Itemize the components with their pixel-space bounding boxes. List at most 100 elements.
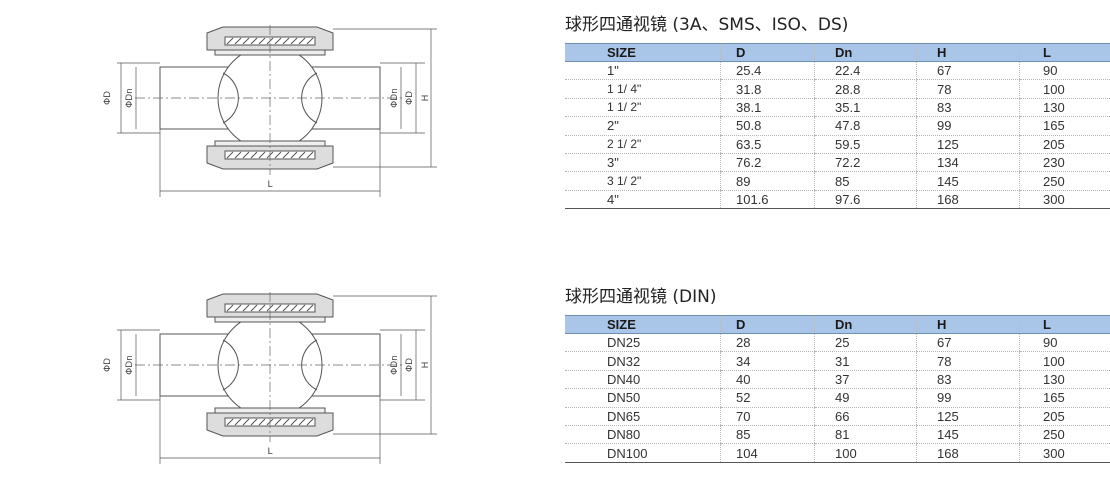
table-cell: 165 bbox=[1019, 116, 1110, 136]
table-cell: DN80 bbox=[565, 425, 721, 445]
table-cell: 230 bbox=[1019, 153, 1110, 173]
table-cell: 145 bbox=[916, 171, 1020, 191]
label-phi-d-left: ΦD bbox=[103, 91, 113, 105]
table-cell: 31 bbox=[814, 351, 917, 371]
column-header: H bbox=[916, 315, 1020, 334]
table-cell: 25.4 bbox=[720, 61, 815, 81]
label-phi-dn-left: ΦDn bbox=[125, 355, 135, 375]
table-cell: 1 1/ 2" bbox=[565, 98, 721, 118]
table-cell: 28 bbox=[720, 333, 815, 353]
dimension-lines bbox=[117, 295, 437, 464]
table-cell: 85 bbox=[720, 425, 815, 445]
table-cell: 3 1/ 2" bbox=[565, 171, 721, 191]
table-cell: 67 bbox=[916, 333, 1020, 353]
table-cell: 28.8 bbox=[814, 79, 917, 99]
table-cell: 100 bbox=[1019, 351, 1110, 371]
column-header: H bbox=[916, 43, 1020, 62]
table-cell: 99 bbox=[916, 388, 1020, 408]
table-cell: 145 bbox=[916, 425, 1020, 445]
table-cell: 63.5 bbox=[720, 135, 815, 154]
table-cell: 78 bbox=[916, 79, 1020, 99]
table-cell: 104 bbox=[720, 443, 815, 463]
table-cell: 47.8 bbox=[814, 116, 917, 136]
dimension-labels: ΦD ΦDn ΦDn ΦD H L bbox=[103, 355, 431, 457]
table-cell: 37 bbox=[814, 370, 917, 390]
table-cell: 3" bbox=[565, 153, 721, 173]
column-header: Dn bbox=[814, 315, 917, 334]
table-cell: DN65 bbox=[565, 407, 721, 426]
table-cell: 25 bbox=[814, 333, 917, 353]
table-cell: 22.4 bbox=[814, 61, 917, 81]
table-cell: 130 bbox=[1019, 370, 1110, 390]
table-cell: 78 bbox=[916, 351, 1020, 371]
table-cell: 59.5 bbox=[814, 135, 917, 154]
column-header: D bbox=[720, 43, 815, 62]
table-cell: DN25 bbox=[565, 333, 721, 353]
table-cell: 250 bbox=[1019, 425, 1110, 445]
table-cell: 34 bbox=[720, 351, 815, 371]
label-phi-d-left: ΦD bbox=[103, 358, 113, 372]
table-cell: 300 bbox=[1019, 190, 1110, 210]
table-cell: 66 bbox=[814, 407, 917, 426]
table-cell: 72.2 bbox=[814, 153, 917, 173]
sight-glass-drawing-1: ΦD ΦDn ΦDn ΦD H L bbox=[95, 25, 440, 205]
table-cell: DN32 bbox=[565, 351, 721, 371]
table-cell: 99 bbox=[916, 116, 1020, 136]
table-cell: 31.8 bbox=[720, 79, 815, 99]
table-cell: 250 bbox=[1019, 171, 1110, 191]
table-cell: 134 bbox=[916, 153, 1020, 173]
table-cell: 100 bbox=[814, 443, 917, 463]
technical-drawing-svg: ΦD ΦDn ΦDn ΦD H L bbox=[103, 25, 437, 197]
label-phi-dn-right: ΦDn bbox=[390, 88, 400, 108]
column-header: Dn bbox=[814, 43, 917, 62]
table-cell: DN50 bbox=[565, 388, 721, 408]
table-cell: 1 1/ 4" bbox=[565, 79, 721, 99]
table-cell: 35.1 bbox=[814, 98, 917, 118]
dimension-lines bbox=[117, 28, 437, 197]
label-l: L bbox=[267, 447, 272, 457]
table-cell: DN100 bbox=[565, 443, 721, 463]
table-cell: 90 bbox=[1019, 333, 1110, 353]
centerlines bbox=[135, 25, 405, 175]
table-cell: 4" bbox=[565, 190, 721, 210]
column-header: L bbox=[1019, 315, 1110, 334]
table-cell: 165 bbox=[1019, 388, 1110, 408]
centerlines bbox=[135, 292, 405, 442]
table-cell: 205 bbox=[1019, 135, 1110, 154]
label-h: H bbox=[421, 362, 431, 369]
section-title: 球形四通视镜 (3A、SMS、ISO、DS) bbox=[565, 15, 849, 35]
column-header: L bbox=[1019, 43, 1110, 62]
table-cell: DN40 bbox=[565, 370, 721, 390]
table-cell: 130 bbox=[1019, 98, 1110, 118]
table-cell: 97.6 bbox=[814, 190, 917, 210]
section-title: 球形四通视镜 (DIN) bbox=[565, 287, 717, 307]
table-cell: 50.8 bbox=[720, 116, 815, 136]
label-phi-d-right: ΦD bbox=[405, 358, 415, 372]
table-cell: 205 bbox=[1019, 407, 1110, 426]
dimension-labels: ΦD ΦDn ΦDn ΦD H L bbox=[103, 88, 431, 190]
table-cell: 49 bbox=[814, 388, 917, 408]
table-cell: 300 bbox=[1019, 443, 1110, 463]
table-cell: 168 bbox=[916, 190, 1020, 210]
column-header: D bbox=[720, 315, 815, 334]
label-l: L bbox=[267, 180, 272, 190]
column-header: SIZE bbox=[565, 315, 721, 334]
table-cell: 89 bbox=[720, 171, 815, 191]
table-cell: 100 bbox=[1019, 79, 1110, 99]
